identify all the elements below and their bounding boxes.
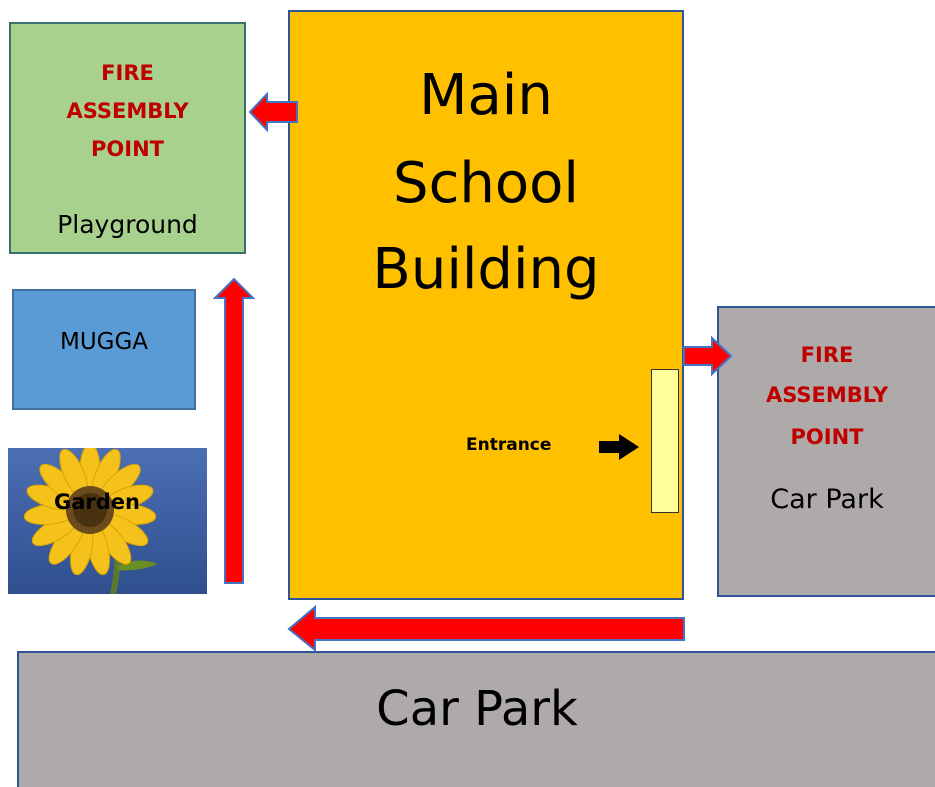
carpark-fire-line3: POINT bbox=[790, 425, 864, 449]
playground-fire-line2: ASSEMBLY bbox=[66, 99, 189, 123]
building-line3: Building bbox=[372, 237, 600, 302]
carpark-fire-line1: FIRE bbox=[800, 343, 854, 367]
arrow-to-side-carpark bbox=[683, 335, 733, 377]
entrance-label: Entrance bbox=[466, 435, 552, 455]
sunflower-icon bbox=[8, 448, 207, 594]
building-line2: School bbox=[393, 151, 579, 216]
playground-assembly-point: FIRE ASSEMBLY POINT Playground bbox=[9, 22, 246, 254]
garden-label: Garden bbox=[54, 490, 140, 514]
mugga-box: MUGGA bbox=[12, 289, 196, 410]
arrow-up-to-playground bbox=[212, 277, 256, 584]
side-carpark-assembly-point: FIRE ASSEMBLY POINT Car Park bbox=[717, 306, 935, 597]
building-line1: Main bbox=[419, 63, 553, 128]
bottom-carpark: Car Park bbox=[17, 651, 935, 787]
entrance-door bbox=[651, 369, 679, 513]
arrow-right-icon bbox=[599, 434, 639, 460]
playground-fire-line1: FIRE bbox=[101, 61, 154, 85]
main-school-building: Main School Building Entrance bbox=[288, 10, 684, 600]
mugga-label: MUGGA bbox=[59, 329, 149, 355]
arrow-bottom-left bbox=[287, 604, 685, 653]
side-carpark-label: Car Park bbox=[770, 484, 884, 515]
arrow-to-playground bbox=[248, 91, 298, 133]
bottom-carpark-label: Car Park bbox=[376, 681, 578, 737]
garden-box: Garden bbox=[8, 448, 207, 594]
carpark-fire-line2: ASSEMBLY bbox=[765, 383, 889, 407]
playground-fire-line3: POINT bbox=[91, 137, 164, 161]
playground-label: Playground bbox=[57, 210, 198, 239]
